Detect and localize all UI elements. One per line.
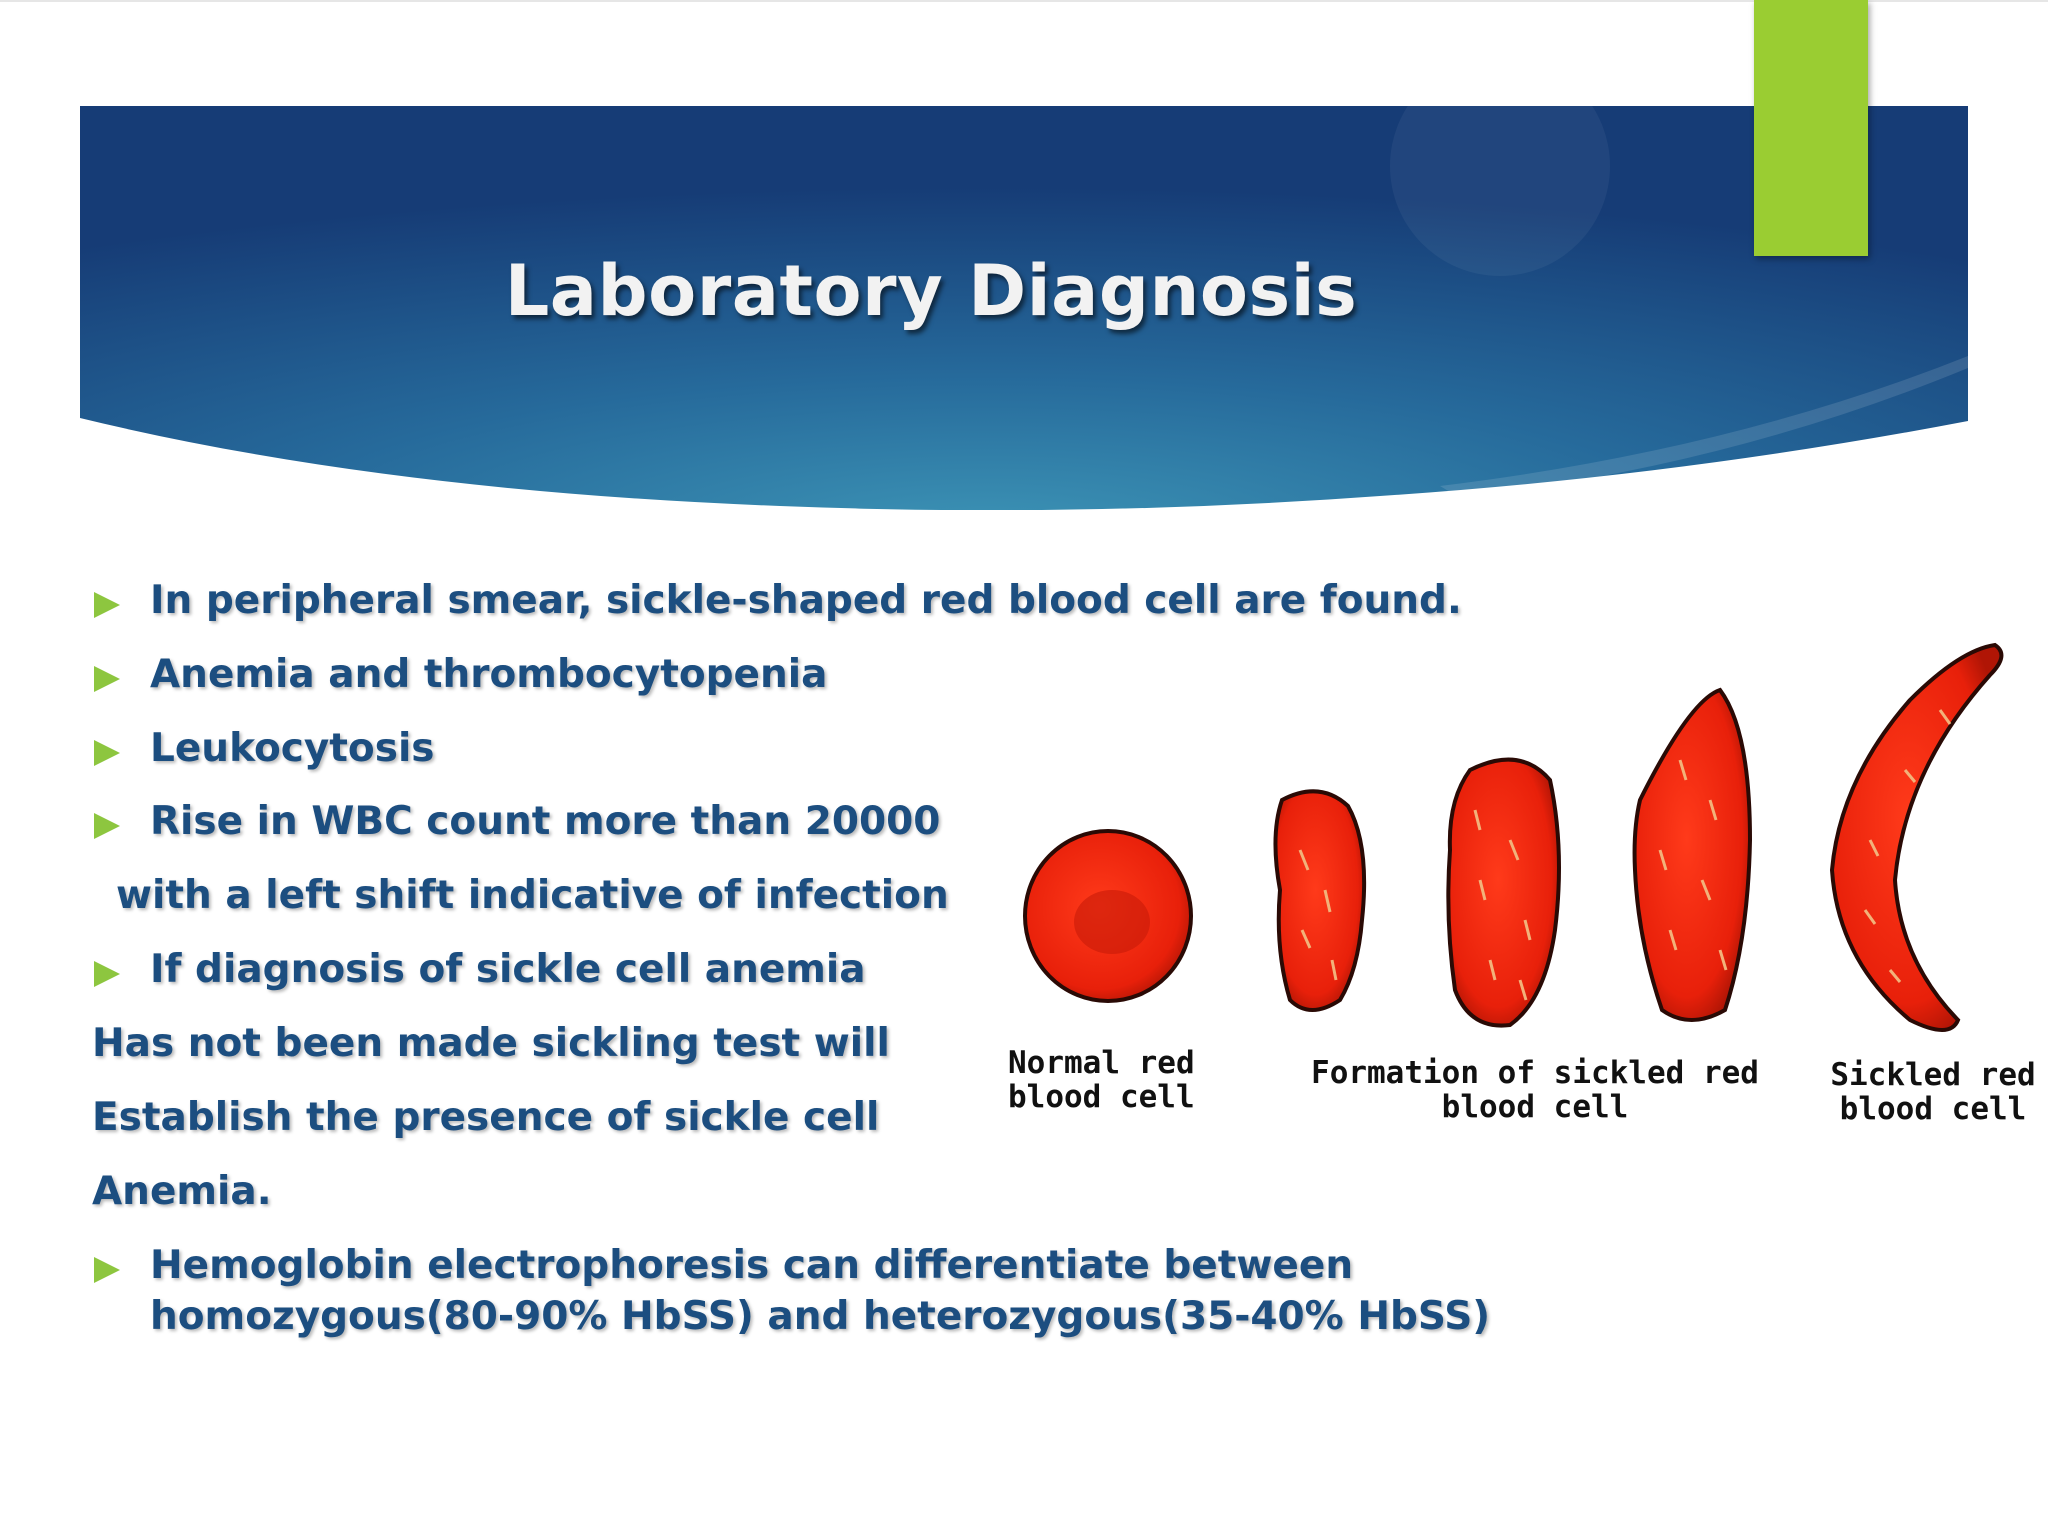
list-item-continuation: Establish the presence of sickle cell [92, 1095, 880, 1140]
list-item-continuation: homozygous(80-90% HbSS) and heterozygous… [150, 1294, 1491, 1339]
forming-cell-stage-3 [1632, 687, 1753, 1022]
list-item-continuation: Anemia. [92, 1169, 272, 1214]
list-item: If diagnosis of sickle cell anemia [150, 947, 866, 992]
caption-line: blood cell [1839, 1091, 2027, 1127]
slide-title: Laboratory Diagnosis [504, 250, 1358, 332]
caption-line: blood cell [1441, 1089, 1629, 1125]
accent-bar [1754, 0, 1868, 256]
list-item-continuation: Has not been made sickling test will [92, 1021, 890, 1066]
bullet-arrow-icon [94, 1257, 120, 1283]
caption-line: Normal red [1008, 1045, 1195, 1081]
list-item: Anemia and thrombocytopenia [150, 652, 828, 697]
top-divider [0, 0, 2048, 2]
caption-sickled: Sickled red blood cell [1828, 1058, 2038, 1126]
bullet-arrow-icon [94, 592, 120, 618]
bullet-arrow-icon [94, 813, 120, 839]
caption-line: blood cell [1008, 1079, 1195, 1115]
sickle-cell-illustration [1023, 642, 2004, 1032]
caption-normal: Normal red blood cell [1008, 1046, 1195, 1114]
bullet-arrow-icon [94, 666, 120, 692]
list-item: Leukocytosis [150, 726, 435, 771]
list-item: Rise in WBC count more than 20000 [150, 799, 941, 844]
forming-cell-stage-2 [1446, 757, 1561, 1028]
caption-line: Sickled red [1830, 1057, 2036, 1093]
caption-line: Formation of sickled red [1311, 1055, 1759, 1091]
normal-red-blood-cell [1023, 829, 1193, 1003]
bullet-arrow-icon [94, 961, 120, 987]
bullet-arrow-icon [94, 740, 120, 766]
caption-formation: Formation of sickled red blood cell [1310, 1056, 1760, 1124]
list-item: Hemoglobin electrophoresis can different… [150, 1243, 1354, 1288]
forming-cell-stage-1 [1273, 789, 1367, 1012]
sickled-cell [1829, 642, 2004, 1032]
list-item: In peripheral smear, sickle-shaped red b… [150, 578, 1462, 623]
title-banner [80, 106, 1968, 510]
list-item-continuation: with a left shift indicative of infectio… [116, 873, 949, 918]
